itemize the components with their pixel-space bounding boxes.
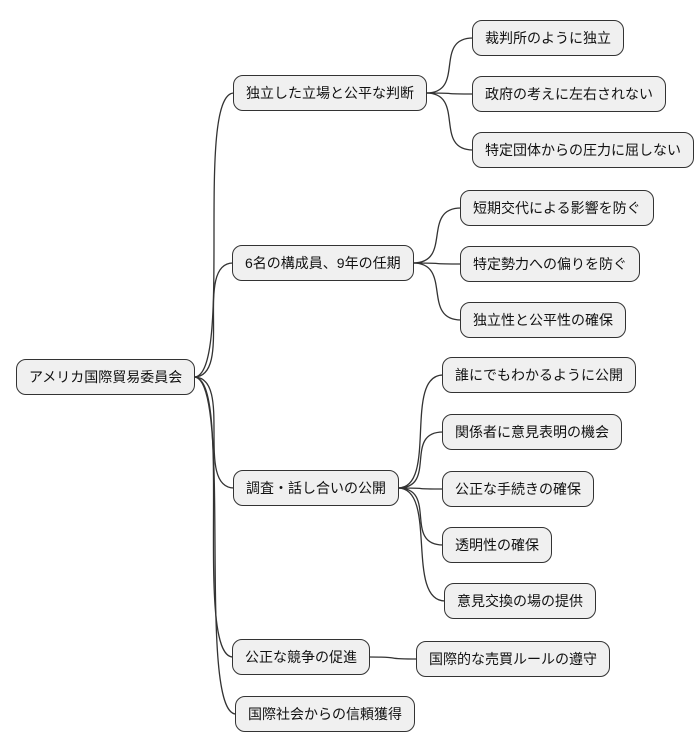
node-root[interactable]: アメリカ国際貿易委員会 [16, 359, 196, 395]
branch-open-investigations[interactable]: 調査・話し合いの公開 [233, 470, 399, 506]
leaf-ensure-independence-fairness[interactable]: 独立性と公平性の確保 [460, 302, 626, 338]
leaf-no-yield-to-group-pressure[interactable]: 特定団体からの圧力に屈しない [472, 132, 694, 168]
leaf-independent-like-court[interactable]: 裁判所のように独立 [472, 20, 624, 56]
leaf-open-to-everyone[interactable]: 誰にでもわかるように公開 [442, 357, 636, 393]
leaf-prevent-faction-bias[interactable]: 特定勢力への偏りを防ぐ [460, 246, 640, 282]
branch-independent-fair-judgment[interactable]: 独立した立場と公平な判断 [233, 75, 427, 111]
branch-international-trust[interactable]: 国際社会からの信頼獲得 [235, 696, 415, 732]
branch-six-members-nine-year-term[interactable]: 6名の構成員、9年の任期 [232, 245, 414, 281]
leaf-ensure-transparency[interactable]: 透明性の確保 [442, 527, 552, 563]
branch-fair-competition[interactable]: 公正な競争の促進 [232, 639, 370, 675]
leaf-stakeholder-opinion-opportunity[interactable]: 関係者に意見表明の機会 [442, 414, 622, 450]
leaf-ensure-fair-procedure[interactable]: 公正な手続きの確保 [442, 471, 594, 507]
leaf-opinion-exchange-forum[interactable]: 意見交換の場の提供 [444, 583, 596, 619]
leaf-not-swayed-by-government[interactable]: 政府の考えに左右されない [472, 76, 666, 112]
leaf-prevent-short-term-turnover-effects[interactable]: 短期交代による影響を防ぐ [460, 190, 654, 226]
leaf-comply-international-trade-rules[interactable]: 国際的な売買ルールの遵守 [416, 641, 610, 677]
